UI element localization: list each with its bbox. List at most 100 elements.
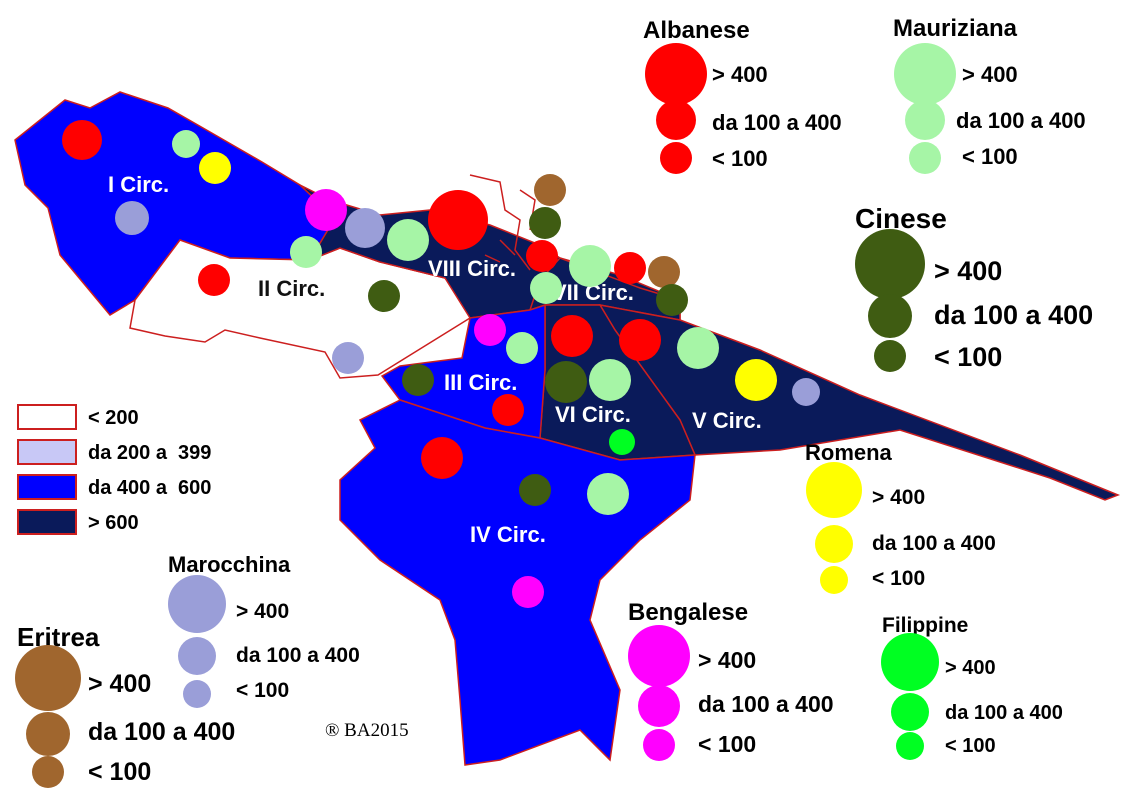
density-label-lt200: < 200 bbox=[88, 407, 139, 429]
bubble-mauriziana bbox=[506, 332, 538, 364]
legend-albanese-large bbox=[645, 43, 707, 105]
legend-eritrea-label-small: < 100 bbox=[88, 758, 151, 786]
legend-romena-label-small: < 100 bbox=[872, 567, 925, 590]
bubble-albanese bbox=[614, 252, 646, 284]
district-label-III: III Circ. bbox=[444, 370, 517, 395]
legend-romena-small bbox=[820, 566, 848, 594]
legend-title-mauriziana: Mauriziana bbox=[893, 15, 1018, 42]
legend-filippine-medium bbox=[891, 693, 929, 731]
legend-filippine-small bbox=[896, 732, 924, 760]
legend-title-cinese: Cinese bbox=[855, 203, 947, 234]
legend-filippine-label-large: > 400 bbox=[945, 657, 996, 679]
legend-eritrea: Eritrea > 400 da 100 a 400 < 100 bbox=[15, 622, 235, 788]
density-label-200-399: da 200 a 399 bbox=[88, 442, 211, 464]
bubble-mauriziana bbox=[677, 327, 719, 369]
legend-bengalese-large bbox=[628, 625, 690, 687]
legend-bengalese-medium bbox=[638, 685, 680, 727]
bubble-filippine bbox=[609, 429, 635, 455]
bubble-albanese bbox=[62, 120, 102, 160]
district-label-VI: VI Circ. bbox=[555, 402, 631, 427]
bubble-mauriziana bbox=[589, 359, 631, 401]
legend-romena-label-medium: da 100 a 400 bbox=[872, 532, 996, 555]
legend-albanese-small bbox=[660, 142, 692, 174]
legend-mauriziana-large bbox=[894, 43, 956, 105]
legend-bengalese-label-large: > 400 bbox=[698, 647, 756, 673]
legend-marocchina-label-medium: da 100 a 400 bbox=[236, 644, 360, 667]
density-label-400-600: da 400 a 600 bbox=[88, 477, 211, 499]
legend-romena-large bbox=[806, 462, 862, 518]
legend-bengalese-label-small: < 100 bbox=[698, 731, 756, 757]
legend-title-albanese: Albanese bbox=[643, 17, 750, 44]
legend-marocchina-large bbox=[168, 575, 226, 633]
bubble-albanese bbox=[492, 394, 524, 426]
legend-albanese-label-medium: da 100 a 400 bbox=[712, 110, 842, 135]
bubble-mauriziana bbox=[290, 236, 322, 268]
bubble-cinese bbox=[545, 361, 587, 403]
bubble-bengalese bbox=[305, 189, 347, 231]
bubble-mauriziana bbox=[587, 473, 629, 515]
legend-cinese-label-large: > 400 bbox=[934, 256, 1002, 286]
legend-bengalese-label-medium: da 100 a 400 bbox=[698, 691, 834, 717]
legend-mauriziana-label-large: > 400 bbox=[962, 62, 1018, 87]
legend-albanese-label-large: > 400 bbox=[712, 62, 768, 87]
legend-eritrea-medium bbox=[26, 712, 70, 756]
district-label-VIII: VIII Circ. bbox=[428, 256, 516, 281]
density-swatch-200-399 bbox=[17, 439, 77, 465]
legend-bengalese-small bbox=[643, 729, 675, 761]
bubble-albanese bbox=[526, 240, 558, 272]
legend-filippine-large bbox=[881, 633, 939, 691]
density-swatch-400-600 bbox=[17, 474, 77, 500]
bubble-cinese bbox=[402, 364, 434, 396]
map-bubbles bbox=[62, 120, 820, 608]
legend-filippine-label-small: < 100 bbox=[945, 735, 996, 757]
bubble-marocchina bbox=[332, 342, 364, 374]
legend-eritrea-label-medium: da 100 a 400 bbox=[88, 718, 235, 746]
legend-cinese-label-medium: da 100 a 400 bbox=[934, 300, 1093, 330]
bubble-cinese bbox=[519, 474, 551, 506]
density-label-gt600: > 600 bbox=[88, 512, 139, 534]
legend-cinese: Cinese > 400 da 100 a 400 < 100 bbox=[855, 203, 1093, 372]
legend-cinese-medium bbox=[868, 294, 912, 338]
legend-eritrea-label-large: > 400 bbox=[88, 670, 151, 698]
boundary-lines bbox=[469, 174, 536, 271]
bubble-albanese bbox=[421, 437, 463, 479]
district-label-I: I Circ. bbox=[108, 172, 169, 197]
legend-title-bengalese: Bengalese bbox=[628, 599, 748, 626]
bubble-romena bbox=[199, 152, 231, 184]
legend-filippine-label-medium: da 100 a 400 bbox=[945, 702, 1063, 724]
bubble-marocchina bbox=[345, 208, 385, 248]
legend-bengalese: Bengalese > 400 da 100 a 400 < 100 bbox=[628, 599, 834, 761]
legend-mauriziana-small bbox=[909, 142, 941, 174]
bubble-marocchina bbox=[115, 201, 149, 235]
legend-marocchina-label-small: < 100 bbox=[236, 679, 289, 702]
legend-cinese-large bbox=[855, 229, 925, 299]
legend-cinese-label-small: < 100 bbox=[934, 342, 1002, 372]
legend-filippine: Filippine > 400 da 100 a 400 < 100 bbox=[881, 614, 1063, 760]
bubble-cinese bbox=[368, 280, 400, 312]
district-label-IV: IV Circ. bbox=[470, 522, 546, 547]
bubble-romena bbox=[735, 359, 777, 401]
density-legend: < 200 da 200 a 399 da 400 a 600 > 600 bbox=[17, 404, 211, 535]
legend-eritrea-large bbox=[15, 645, 81, 711]
legend-romena-medium bbox=[815, 525, 853, 563]
legend-title-filippine: Filippine bbox=[882, 614, 968, 637]
bubble-mauriziana bbox=[172, 130, 200, 158]
district-label-V: V Circ. bbox=[692, 408, 762, 433]
copyright-note: ® BA2015 bbox=[325, 720, 409, 741]
bubble-albanese bbox=[551, 315, 593, 357]
legend-cinese-small bbox=[874, 340, 906, 372]
bubble-bengalese bbox=[512, 576, 544, 608]
legend-mauriziana-label-medium: da 100 a 400 bbox=[956, 108, 1086, 133]
legend-marocchina-small bbox=[183, 680, 211, 708]
bubble-albanese bbox=[198, 264, 230, 296]
legend-romena-label-large: > 400 bbox=[872, 486, 925, 509]
bubble-albanese bbox=[428, 190, 488, 250]
legend-albanese: Albanese > 400 da 100 a 400 < 100 bbox=[643, 17, 842, 174]
bubble-bengalese bbox=[474, 314, 506, 346]
legend-title-marocchina: Marocchina bbox=[168, 552, 291, 577]
legend-marocchina-label-large: > 400 bbox=[236, 600, 289, 623]
bubble-mauriziana bbox=[387, 219, 429, 261]
legend-mauriziana: Mauriziana > 400 da 100 a 400 < 100 bbox=[893, 15, 1086, 174]
